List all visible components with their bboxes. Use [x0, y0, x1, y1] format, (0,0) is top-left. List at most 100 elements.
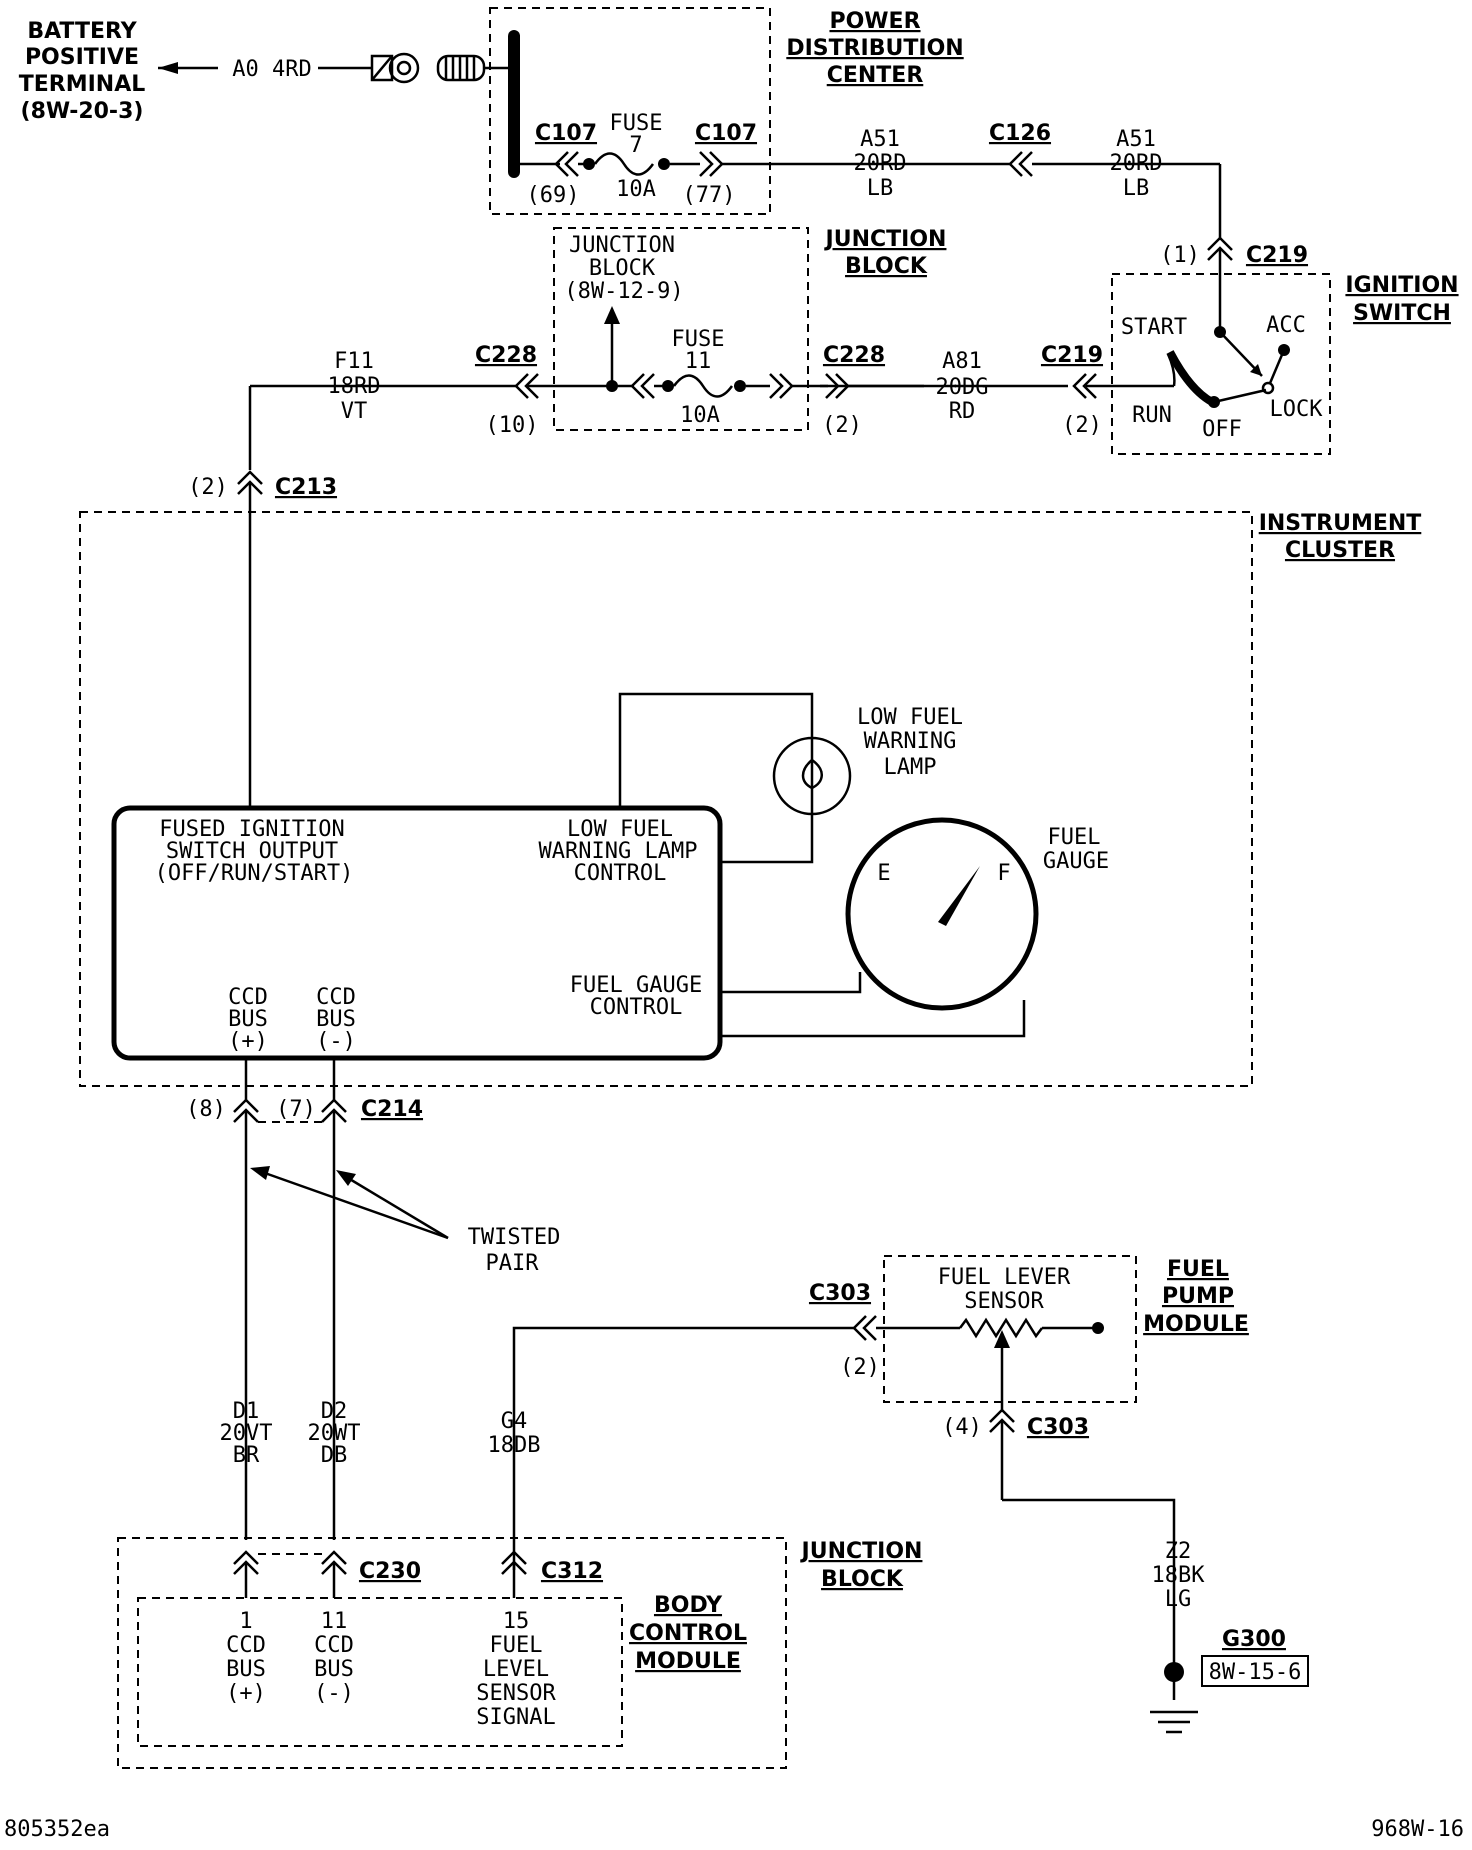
lowfuel-control-line1: LOW FUEL [567, 817, 673, 842]
junction-top-title-line1: JUNCTION [824, 227, 947, 252]
wire-a0-label: A0 4RD [232, 57, 311, 82]
fuel-pump-module-title: FUEL PUMP MODULE [1143, 1257, 1249, 1337]
c107-left-label: C107 [535, 121, 597, 146]
c303-top-label: C303 [809, 1281, 871, 1306]
fuel-gauge-label-line2: GAUGE [1043, 849, 1109, 874]
c214-pin-7: (7) [276, 1097, 316, 1122]
fuse11-number: 11 [685, 349, 712, 374]
junction-block-ref: JUNCTION BLOCK (8W-12-9) [564, 233, 684, 386]
bcm-pins: 1 CCD BUS (+) 11 CCD BUS (-) 15 FUEL LEV… [226, 1609, 556, 1730]
c303-top-connector: C303 (2) [809, 1281, 900, 1380]
bcm-title-line2: CONTROL [629, 1621, 747, 1646]
c303-pin-2: (2) [840, 1355, 880, 1380]
battery-feed-wire: A0 4RD [158, 57, 372, 82]
ignition-off-label: OFF [1202, 417, 1242, 442]
fuse11-rating: 10A [680, 403, 720, 428]
battery-label-line1: BATTERY [27, 19, 137, 44]
c214-label: C214 [361, 1097, 423, 1122]
fuel-gauge-control-line2: CONTROL [590, 995, 683, 1020]
wire-d1-tracer: BR [233, 1443, 260, 1468]
c219-pin-1: (1) [1160, 243, 1200, 268]
cluster-ccdp-line1: CCD [228, 985, 268, 1010]
lowfuel-control-line2: WARNING LAMP [539, 839, 698, 864]
wire-g4-circuit: G4 [501, 1409, 528, 1434]
bcm-pin1-line1: CCD [226, 1633, 266, 1658]
fuel-pump-title-line3: MODULE [1143, 1312, 1249, 1337]
junction-block-top-title: JUNCTION BLOCK [824, 227, 947, 279]
stud-bolt-icon [436, 54, 508, 82]
wire-a81-circuit: A81 [942, 349, 982, 374]
bcm-title-line3: MODULE [635, 1649, 741, 1674]
g300-ref: 8W-15-6 [1209, 1660, 1302, 1685]
c126-label: C126 [989, 121, 1051, 146]
c303-pin-4: (4) [942, 1415, 982, 1440]
battery-label-line4: (8W-20-3) [21, 99, 144, 124]
pdc-title-line3: CENTER [827, 63, 924, 88]
bcm-pin15-line4: SIGNAL [476, 1705, 555, 1730]
ccd-bus-wires: D1 20VT BR D2 20WT DB [220, 1110, 360, 1540]
lamp-label-line3: LAMP [884, 755, 937, 780]
ignition-switch-title: IGNITION SWITCH [1345, 273, 1458, 326]
fuel-gauge-label-line1: FUEL [1048, 825, 1101, 850]
c219-left-label: C219 [1041, 343, 1103, 368]
wire-z2-gauge: 18BK [1152, 1563, 1206, 1588]
junction-ref-line1: JUNCTION [569, 233, 675, 258]
bcm-pin15-line3: SENSOR [476, 1681, 556, 1706]
c303-bottom-label: C303 [1027, 1415, 1089, 1440]
wire-d1-circuit: D1 [233, 1399, 260, 1424]
twisted-pair-line1: TWISTED [468, 1225, 561, 1250]
fuse7-number: 7 [629, 133, 642, 158]
pdc-title-line2: DISTRIBUTION [786, 36, 963, 61]
cluster-ccdp-line2: BUS [228, 1007, 268, 1032]
low-fuel-warning-lamp: LOW FUEL WARNING LAMP [618, 692, 963, 864]
battery-label: BATTERY POSITIVE TERMINAL (8W-20-3) [19, 19, 146, 124]
cluster-module-labels: FUSED IGNITION SWITCH OUTPUT (OFF/RUN/ST… [155, 817, 703, 1054]
cluster-ccdm-line1: CCD [316, 985, 356, 1010]
wire-f11-tracer: VT [341, 399, 368, 424]
c213-connector: (2) C213 [188, 470, 337, 808]
c230-label: C230 [359, 1559, 421, 1584]
wire-d1-gauge: 20VT [220, 1421, 273, 1446]
fused-ignition-line1: FUSED IGNITION [159, 817, 344, 842]
c303-bottom-connector: (4) C303 [942, 1408, 1089, 1500]
fused-ignition-line3: (OFF/RUN/START) [155, 861, 354, 886]
ignition-run-label: RUN [1132, 403, 1172, 428]
g300-label: G300 [1222, 1627, 1286, 1652]
ignition-lock-label: LOCK [1270, 397, 1324, 422]
footer-figure-id: 805352ea [4, 1817, 110, 1842]
ignition-acc-label: ACC [1266, 313, 1306, 338]
footer-page-ref: 968W-16 [1371, 1817, 1464, 1842]
bcm-boundary [137, 1597, 623, 1747]
bcm-pin1-line2: BUS [226, 1657, 266, 1682]
fused-ignition-line2: SWITCH OUTPUT [166, 839, 338, 864]
c214-pin-8: (8) [186, 1097, 226, 1122]
wire-a51-left-tracer: LB [867, 176, 894, 201]
fuse11-label: FUSE [672, 327, 725, 352]
lowfuel-control-line3: CONTROL [574, 861, 667, 886]
pdc-title: POWER DISTRIBUTION CENTER [786, 9, 963, 88]
ignition-title-line1: IGNITION [1345, 273, 1458, 298]
ignition-start-label: START [1121, 315, 1187, 340]
junction-block-bottom-title: JUNCTION BLOCK [800, 1539, 923, 1592]
wire-z2-ground: Z2 18BK LG G300 8W-15-6 [1002, 1498, 1309, 1734]
c107-right-label: C107 [695, 121, 757, 146]
fuel-gauge-control-line1: FUEL GAUGE [570, 973, 702, 998]
c312-connector: C312 [501, 1550, 603, 1598]
sensor-label-line1: FUEL LEVER [938, 1265, 1071, 1290]
bcm-pin15-number: 15 [503, 1609, 530, 1634]
wire-a51: A51 20RD LB C126 A51 20RD LB [722, 121, 1222, 240]
c228-left-label: C228 [475, 343, 537, 368]
wire-a51-right-tracer: LB [1123, 176, 1150, 201]
wire-z2-circuit: Z2 [1165, 1539, 1192, 1564]
wire-f11-circuit: F11 [334, 349, 374, 374]
wire-a51-right-circuit: A51 [1116, 127, 1156, 152]
fuel-level-sensor: FUEL LEVER SENSOR [900, 1265, 1104, 1412]
wire-a81: A81 20DG RD C219 (2) [820, 343, 1176, 438]
bcm-pin15-line1: FUEL [490, 1633, 543, 1658]
fuse7-label: FUSE [610, 111, 663, 136]
bcm-pin15-line2: LEVEL [483, 1657, 549, 1682]
wire-d2-tracer: DB [321, 1443, 348, 1468]
fuel-pump-title-line2: PUMP [1162, 1284, 1234, 1309]
fuel-pump-title-line1: FUEL [1167, 1257, 1229, 1282]
